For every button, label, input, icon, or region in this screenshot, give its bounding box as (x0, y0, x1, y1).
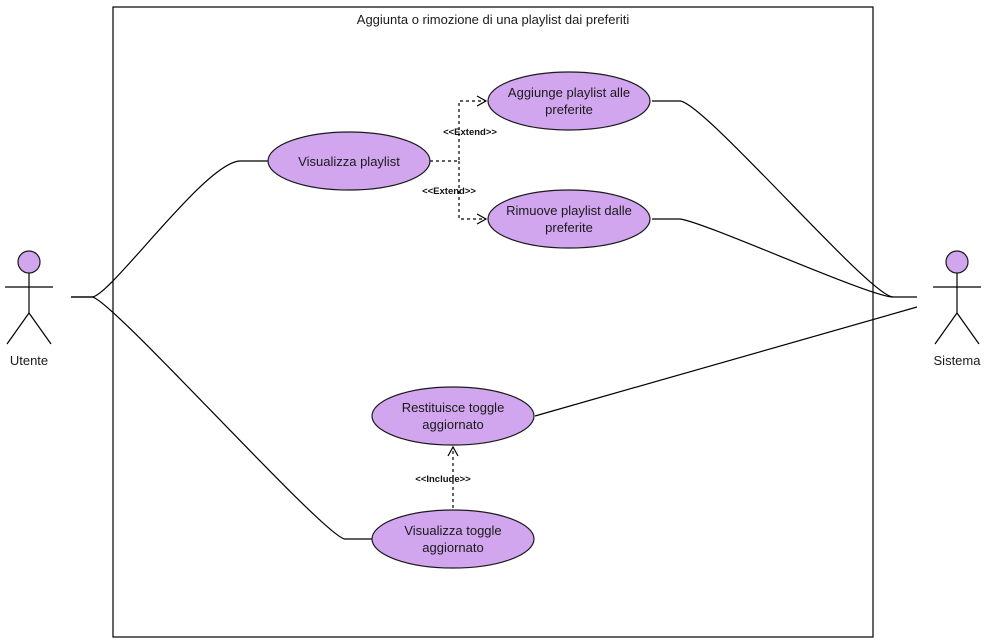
use-case-label: Restituisce toggle (402, 400, 505, 415)
extend-arrow-aggiunge (430, 95, 488, 162)
association-rimuove-sistema (652, 218, 894, 298)
use-case-rimuove-playlist[interactable]: Rimuove playlist dalle preferite (487, 189, 651, 249)
use-case-visualizza-playlist[interactable]: Visualizza playlist (267, 131, 431, 191)
use-case-label: aggiornato (422, 417, 483, 432)
actor-label-utente: Utente (10, 353, 48, 368)
actor-sistema[interactable]: Sistema (933, 250, 982, 368)
extend-label-2: <<Extend>> (422, 186, 476, 197)
use-case-restituisce-toggle[interactable]: Restituisce toggle aggiornato (371, 386, 535, 446)
include-relation: <<Include>> (415, 445, 471, 514)
use-case-aggiunge-playlist[interactable]: Aggiunge playlist alle preferite (487, 71, 651, 131)
association-utente-visualizza-playlist (71, 160, 268, 298)
use-case-label: Visualizza playlist (298, 154, 400, 169)
use-case-label: Rimuove playlist dalle (506, 203, 632, 218)
use-case-label: Aggiunge playlist alle (508, 85, 630, 100)
use-case-label: preferite (545, 220, 593, 235)
use-case-label: Visualizza toggle (404, 523, 501, 538)
extend-label-1: <<Extend>> (443, 127, 497, 138)
actor-head-icon (945, 250, 969, 274)
system-boundary-title: Aggiunta o rimozione di una playlist dai… (357, 12, 630, 27)
use-case-visualizza-toggle[interactable]: Visualizza toggle aggiornato (371, 509, 535, 569)
use-case-label: preferite (545, 102, 593, 117)
actor-label-sistema: Sistema (934, 353, 982, 368)
actor-utente[interactable]: Utente (5, 250, 53, 368)
association-aggiunge-sistema (652, 100, 917, 298)
associations (71, 100, 918, 540)
association-restituisce-sistema (534, 306, 918, 417)
use-case-label: aggiornato (422, 540, 483, 555)
include-label: <<Include>> (415, 474, 471, 485)
extend-relations: <<Extend>> <<Extend>> (422, 95, 497, 225)
actor-head-icon (17, 250, 41, 274)
extend-arrow-rimuove (458, 161, 488, 225)
association-utente-visualizza-toggle (71, 296, 372, 540)
